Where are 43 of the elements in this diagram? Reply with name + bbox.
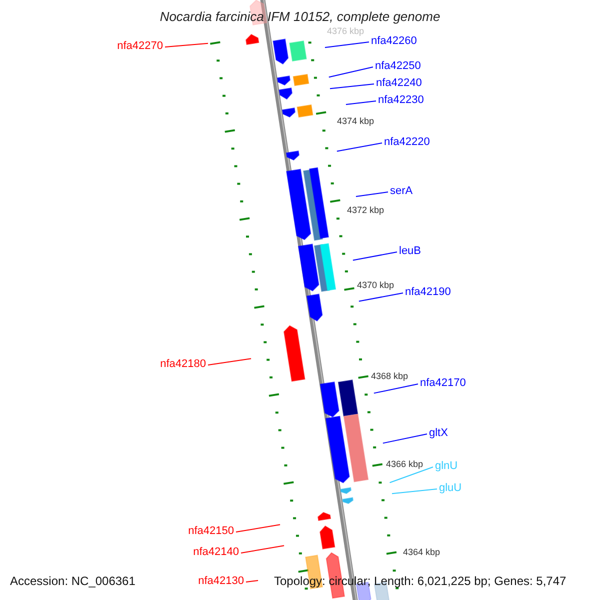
- gene-label: nfa42230: [378, 95, 424, 106]
- leader-line: [329, 84, 374, 90]
- leader-line: [373, 384, 418, 394]
- accession-text: Accession: NC_006361: [10, 574, 136, 587]
- leader-line: [345, 100, 376, 106]
- gene-label: nfa42150: [188, 526, 234, 537]
- gene-label: leuB: [399, 246, 422, 257]
- gene-label: glnU: [435, 461, 458, 472]
- gene-label: gluU: [439, 483, 462, 494]
- title: Nocardia farcinica IFM 10152, complete genome: [158, 10, 442, 23]
- gene-label: nfa42240: [376, 78, 422, 89]
- leader-line: [236, 524, 281, 532]
- leader-line: [246, 580, 259, 582]
- scale-label: 4374 kbp: [337, 116, 374, 126]
- gene-label: gltX: [429, 428, 448, 439]
- gene-label: nfa42170: [420, 378, 466, 389]
- scale-label: 4364 kbp: [403, 548, 440, 557]
- gene-label: nfa42140: [193, 547, 239, 558]
- leader-line: [389, 466, 434, 484]
- gene-label: nfa42190: [405, 287, 451, 298]
- leader-line: [336, 142, 382, 152]
- leader-line: [352, 252, 398, 261]
- leader-line: [391, 488, 438, 494]
- scale-label: 4368 kbp: [371, 372, 408, 381]
- leader-line: [382, 434, 428, 444]
- leader-line: [358, 292, 404, 302]
- gene-label: nfa42220: [384, 137, 430, 148]
- leader-line: [324, 42, 370, 48]
- gene-label: serA: [390, 186, 413, 197]
- leader-line: [164, 42, 209, 48]
- leader-line: [240, 545, 285, 554]
- gene-label: nfa42130: [198, 576, 244, 587]
- leader-line: [208, 358, 252, 366]
- gene-label: nfa42180: [160, 359, 206, 370]
- scale-label: 4376 kbp: [327, 26, 364, 36]
- gene-label: nfa42250: [375, 61, 421, 72]
- gene-label: nfa42270: [117, 41, 163, 52]
- leader-line: [355, 192, 388, 197]
- scale-label: 4372 kbp: [347, 206, 384, 215]
- scale-label: 4366 kbp: [386, 460, 424, 469]
- gene-label: nfa42260: [371, 36, 417, 47]
- scale-label: 4370 kbp: [357, 280, 394, 290]
- leader-line: [328, 66, 374, 78]
